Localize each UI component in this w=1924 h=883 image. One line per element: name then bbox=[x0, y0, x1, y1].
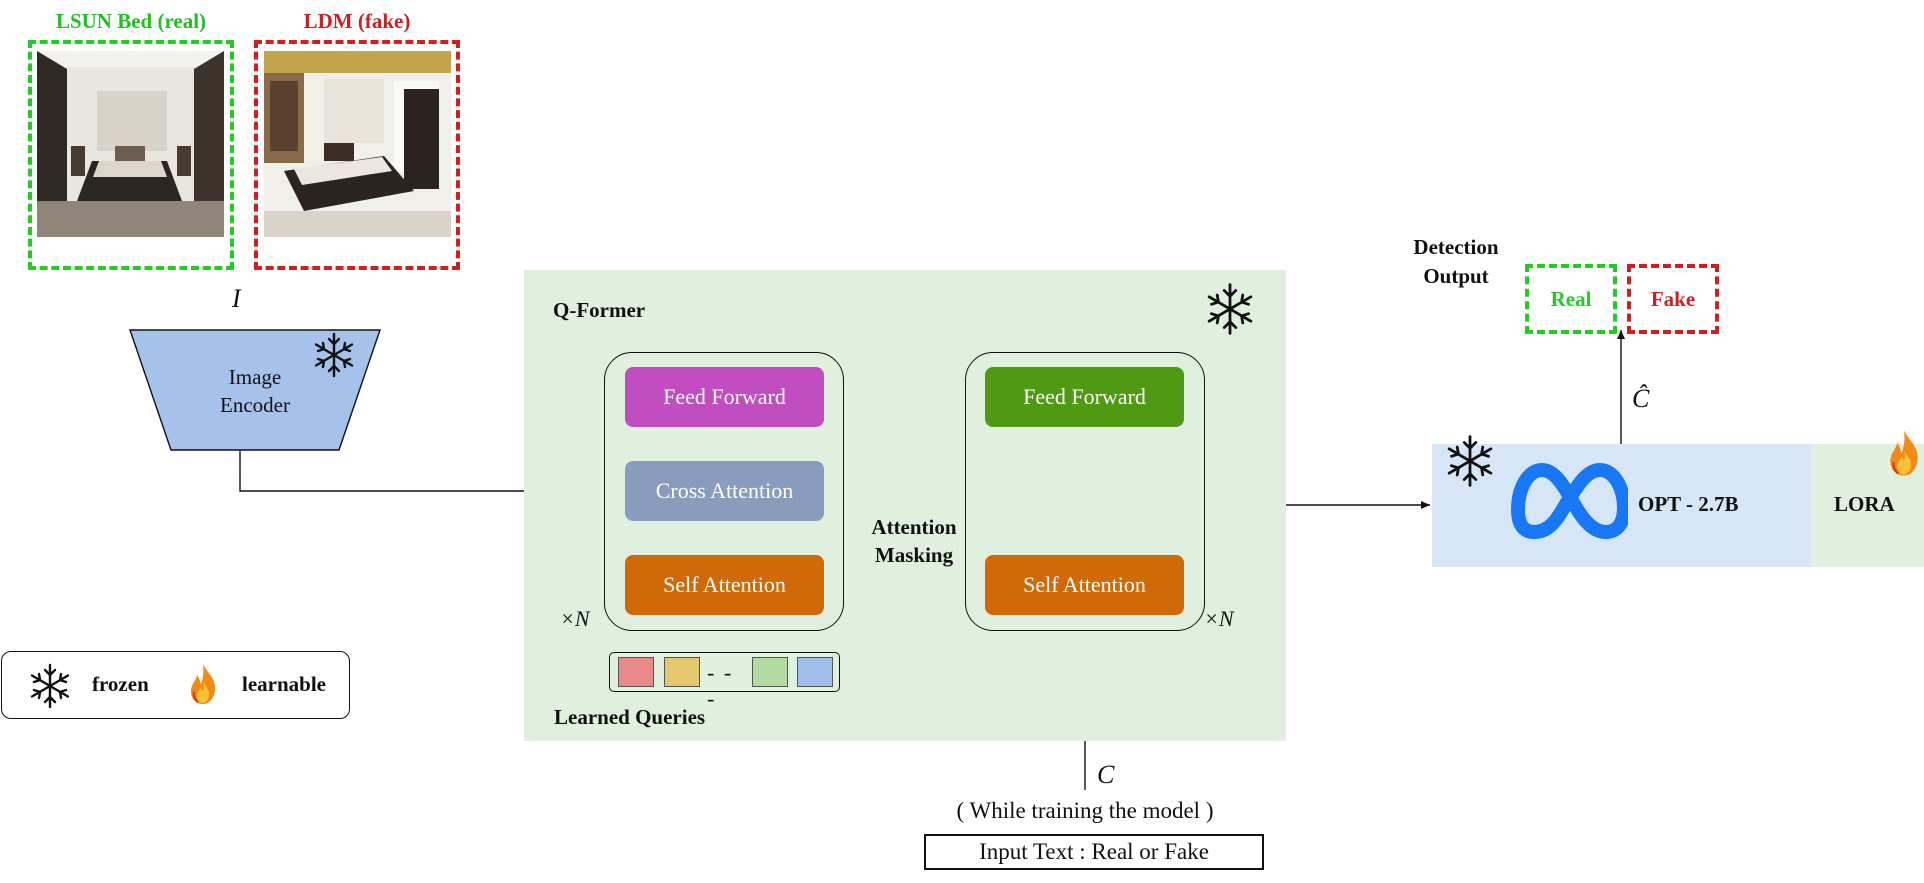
text-variable-label: C bbox=[1097, 760, 1115, 789]
training-note: ( While training the model ) bbox=[956, 798, 1214, 823]
learned-queries-box bbox=[609, 652, 840, 692]
feed-forward-left-block: Feed Forward bbox=[625, 367, 824, 427]
text-transformer-stack bbox=[965, 352, 1205, 631]
detection-output-title: Detection Output bbox=[1393, 232, 1519, 292]
encoder-to-qformer-arrow bbox=[239, 451, 603, 495]
legend-box bbox=[1, 651, 350, 719]
left-repeat-label: ×N bbox=[560, 606, 590, 631]
detection-output-line1: Detection bbox=[1413, 235, 1499, 259]
legend-flame-icon bbox=[191, 664, 216, 704]
attention-masking-line2: Masking bbox=[874, 543, 954, 567]
fake-image-frame bbox=[254, 40, 460, 270]
image-transformer-stack bbox=[604, 352, 844, 631]
legend-snowflake-icon bbox=[30, 663, 70, 709]
meta-logo-icon bbox=[1511, 463, 1628, 539]
query-token-3 bbox=[752, 657, 788, 687]
cross-attention-block: Cross Attention bbox=[625, 461, 824, 521]
self-attention-right-block: Self Attention bbox=[985, 555, 1184, 615]
right-repeat-label: ×N bbox=[1204, 606, 1234, 631]
lora-label: LORA bbox=[1834, 492, 1895, 516]
detection-output-line2: Output bbox=[1423, 264, 1489, 288]
image-encoder-line1: Image bbox=[228, 365, 282, 389]
real-bedroom-image bbox=[37, 51, 224, 237]
feed-forward-right-block: Feed Forward bbox=[985, 367, 1184, 427]
image-variable-label: I bbox=[232, 284, 241, 313]
qformer-title: Q-Former bbox=[553, 298, 646, 322]
query-token-2 bbox=[664, 657, 700, 687]
query-token-1 bbox=[618, 657, 654, 687]
self-attention-left-block: Self Attention bbox=[625, 555, 824, 615]
real-image-title: LSUN Bed (real) bbox=[55, 8, 207, 33]
output-fake-box: Fake bbox=[1627, 264, 1719, 334]
learned-queries-label: Learned Queries bbox=[554, 705, 706, 729]
opt-model-name: OPT - 2.7B bbox=[1638, 492, 1739, 516]
qformer-snowflake-icon bbox=[1207, 283, 1253, 335]
opt-snowflake-icon bbox=[1447, 435, 1493, 487]
input-text-box: Input Text : Real or Fake bbox=[924, 834, 1264, 870]
query-token-4 bbox=[797, 657, 833, 687]
legend-learnable-label: learnable bbox=[242, 672, 326, 696]
real-image-frame bbox=[28, 40, 234, 270]
legend-frozen-label: frozen bbox=[92, 672, 149, 696]
lora-flame-icon bbox=[1890, 430, 1918, 476]
output-real-box: Real bbox=[1525, 264, 1617, 334]
output-variable-label: Ĉ bbox=[1632, 384, 1650, 413]
query-ellipsis: - - - bbox=[707, 660, 734, 711]
attention-masking-line1: Attention bbox=[871, 515, 957, 539]
image-encoder-label: Image Encoder bbox=[190, 362, 320, 420]
fake-image-title: LDM (fake) bbox=[303, 8, 411, 33]
image-encoder-line2: Encoder bbox=[220, 393, 290, 417]
fake-bedroom-image bbox=[264, 51, 451, 237]
attention-masking-label: Attention Masking bbox=[846, 513, 982, 569]
encoder-snowflake-icon bbox=[314, 332, 354, 378]
